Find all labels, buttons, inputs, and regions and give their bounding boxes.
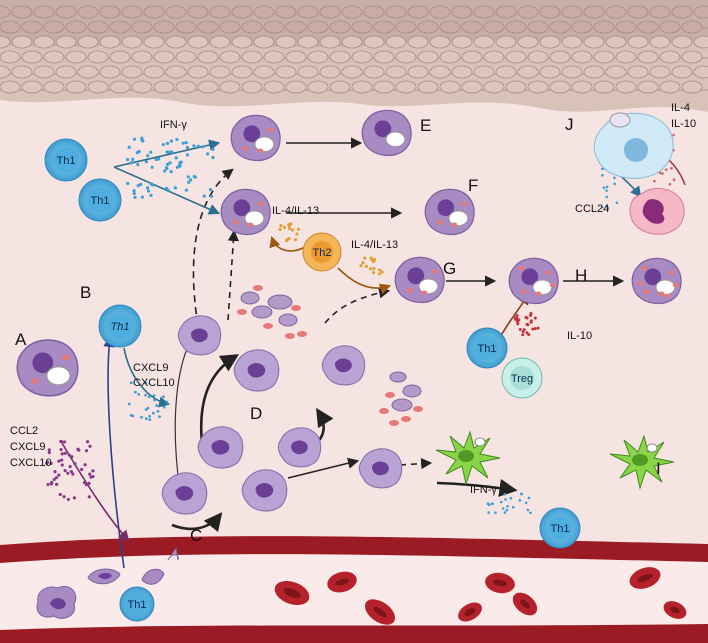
label-il10-h: IL-10 bbox=[567, 330, 592, 342]
treg-label: Treg bbox=[511, 373, 533, 385]
th1-label-2: Th1 bbox=[91, 195, 110, 207]
label-il4il13-g: IL-4/IL-13 bbox=[351, 239, 398, 251]
j-large-cell bbox=[593, 112, 674, 179]
label-cxcl9-a: CXCL9 bbox=[10, 441, 45, 453]
th1-label-h: Th1 bbox=[478, 343, 497, 355]
panel-letters: A B C D E F G H I J bbox=[15, 115, 661, 545]
j-eosinophil bbox=[629, 188, 685, 235]
label-cxcl9: CXCL9 bbox=[133, 362, 168, 374]
th1-cell-top-1: Th1 bbox=[44, 138, 88, 182]
th1-label-vessel: Th1 bbox=[128, 599, 147, 611]
epidermis bbox=[0, 0, 708, 112]
th1-cell-b: Th1 bbox=[98, 304, 142, 348]
label-ifng-top: IFN-γ bbox=[160, 119, 187, 131]
th1-label-1: Th1 bbox=[57, 155, 76, 167]
th1-label-i: Th1 bbox=[551, 523, 570, 535]
cytokine-labels: IFN-γ IL-4/IL-13 IL-4/IL-13 CXCL9 CXCL10… bbox=[10, 102, 696, 496]
th1-cell-top-2: Th1 bbox=[78, 178, 122, 222]
label-ifng-bottom: IFN-γ bbox=[470, 484, 497, 496]
blood-vessel bbox=[0, 536, 708, 643]
cytokine-particles bbox=[45, 133, 676, 515]
vessel-th1-cell: Th1 bbox=[119, 586, 155, 622]
label-il4il13-f: IL-4/IL-13 bbox=[272, 205, 319, 217]
dendritic-cell-1 bbox=[435, 430, 501, 486]
panel-c: C bbox=[190, 526, 202, 545]
panel-g: G bbox=[443, 259, 456, 278]
panel-j: J bbox=[565, 115, 574, 134]
panel-d: D bbox=[250, 404, 262, 423]
panel-i: I bbox=[656, 459, 661, 478]
label-ccl24: CCL24 bbox=[575, 203, 609, 215]
treg-cell: Treg bbox=[501, 357, 543, 399]
th1-cell-i: Th1 bbox=[539, 507, 581, 549]
label-cxcl10: CXCL10 bbox=[133, 377, 175, 389]
bacteria-debris bbox=[237, 285, 423, 426]
panel-e: E bbox=[420, 116, 431, 135]
panel-b: B bbox=[80, 283, 91, 302]
panel-f: F bbox=[468, 176, 478, 195]
tissue-monocytes bbox=[161, 315, 403, 515]
label-ccl2: CCL2 bbox=[10, 425, 38, 437]
macrophages bbox=[16, 109, 682, 397]
dendritic-cell-2 bbox=[609, 434, 675, 490]
label-il4-j: IL-4 bbox=[671, 102, 690, 114]
panel-h: H bbox=[575, 266, 587, 285]
arrows bbox=[61, 137, 686, 569]
red-blood-cells bbox=[274, 567, 687, 625]
th2-label: Th2 bbox=[313, 247, 332, 259]
th2-cell: Th2 bbox=[302, 232, 342, 272]
label-cxcl10-a: CXCL10 bbox=[10, 457, 52, 469]
th1-cell-h: Th1 bbox=[466, 327, 508, 369]
panel-a: A bbox=[15, 330, 27, 349]
vessel-monocytes bbox=[36, 547, 179, 619]
th1-label-b: Th1 bbox=[111, 321, 130, 333]
label-il10-j: IL-10 bbox=[671, 118, 696, 130]
